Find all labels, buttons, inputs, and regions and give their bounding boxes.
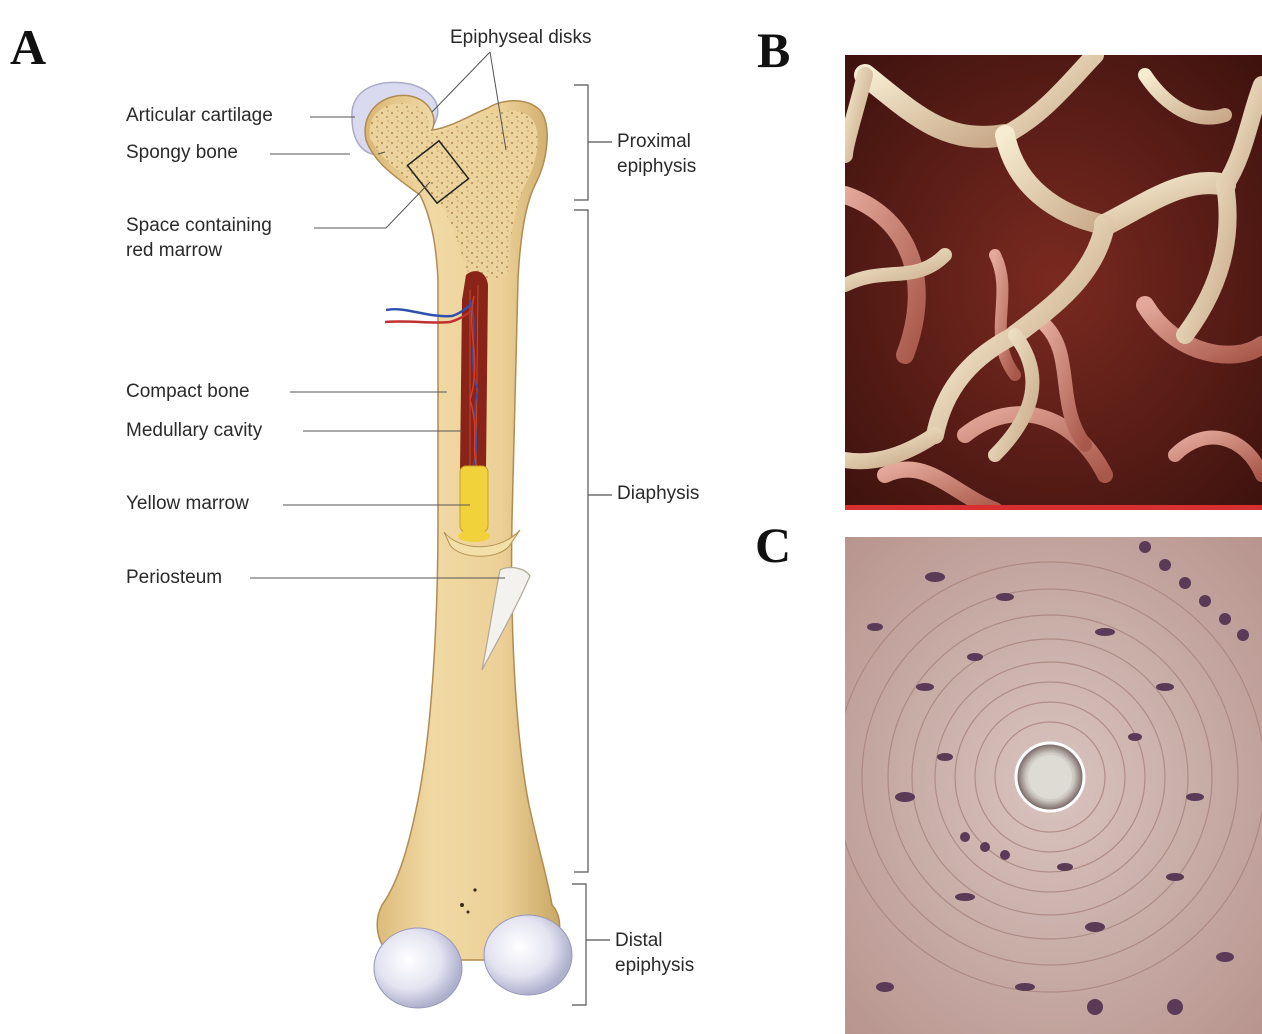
lateral-condyle-shape <box>374 928 462 1008</box>
brackets <box>572 85 612 1005</box>
label-medullary-cavity: Medullary cavity <box>126 419 262 443</box>
label-diaphysis: Diaphysis <box>617 482 699 506</box>
label-proximal-1: Proximal <box>617 130 691 154</box>
label-red-marrow-1: Space containing <box>126 214 272 238</box>
medial-condyle-shape <box>484 915 572 995</box>
label-yellow-marrow: Yellow marrow <box>126 492 249 516</box>
label-spongy-bone: Spongy bone <box>126 141 238 165</box>
osteon-micrograph <box>845 537 1262 1034</box>
yellow-marrow-shape <box>460 466 488 532</box>
label-distal-2: epiphysis <box>615 954 694 978</box>
label-proximal-2: epiphysis <box>617 155 696 179</box>
label-compact-bone: Compact bone <box>126 380 250 404</box>
label-epiphyseal-disks: Epiphyseal disks <box>450 26 592 50</box>
trabecular-bone-image <box>845 55 1262 510</box>
label-periosteum: Periosteum <box>126 566 222 590</box>
label-red-marrow-2: red marrow <box>126 239 222 263</box>
label-articular-cartilage: Articular cartilage <box>126 104 273 128</box>
label-distal-1: Distal <box>615 929 663 953</box>
